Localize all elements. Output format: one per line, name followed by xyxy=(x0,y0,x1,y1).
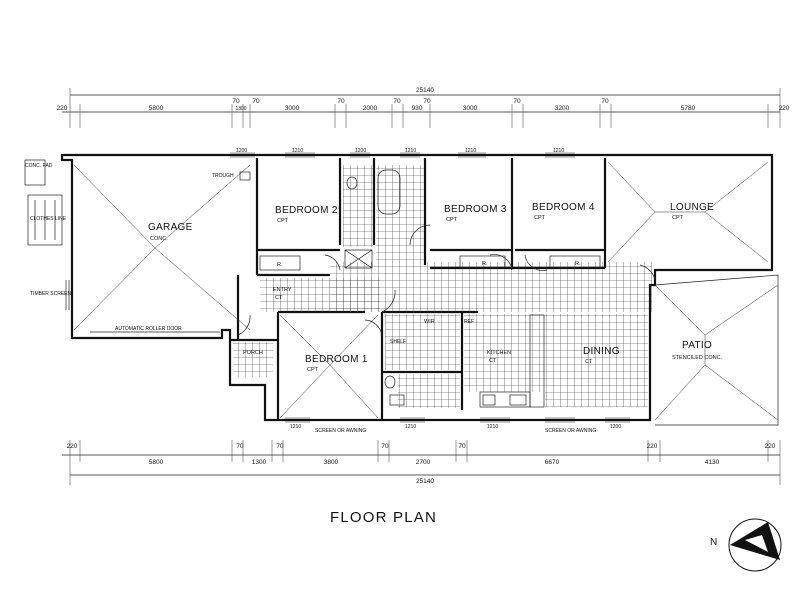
room-entry-finish: CT xyxy=(275,295,283,301)
window-size-6: 1210 xyxy=(553,148,564,154)
note-ref: REF xyxy=(464,319,474,325)
window-size-10: 1200 xyxy=(610,424,621,430)
room-bedroom3-name: BEDROOM 3 xyxy=(444,204,507,215)
window-size-1: 1200 xyxy=(236,148,247,154)
dim-top-7: 70 xyxy=(337,98,345,105)
north-label: N xyxy=(710,537,718,548)
dim-top-14: 3200 xyxy=(555,105,570,112)
note-trough: TROUGH xyxy=(212,173,234,179)
site-features xyxy=(24,159,220,333)
room-bedroom2-name: BEDROOM 2 xyxy=(275,205,338,216)
robes xyxy=(259,255,601,271)
dim-bottom-8: 2700 xyxy=(416,459,431,466)
dim-bottom-10: 6670 xyxy=(545,459,560,466)
robe-label-2: R. xyxy=(482,261,488,267)
room-wir-name: WIR xyxy=(424,319,435,325)
dim-bottom-1: 220 xyxy=(67,443,78,450)
room-lounge-finish: CPT xyxy=(672,215,684,221)
dim-top-16: 5780 xyxy=(681,105,696,112)
dim-bottom-11: 220 xyxy=(647,443,658,450)
window-size-5: 1210 xyxy=(465,148,476,154)
room-garage-finish: CONC. xyxy=(150,236,168,242)
dim-bottom-12: 4130 xyxy=(705,459,720,466)
roof-hip-lines xyxy=(73,161,779,421)
bottom-dimension-lines xyxy=(62,440,781,485)
dim-bottom-7: 70 xyxy=(381,443,389,450)
robe-label-1: R. xyxy=(277,262,283,268)
note-clothes-line: CLOTHES LINE xyxy=(30,216,67,222)
dim-top-15: 70 xyxy=(601,98,609,105)
note-shelf: SHELF xyxy=(390,339,406,345)
fixtures xyxy=(239,169,527,406)
plan-title: FLOOR PLAN xyxy=(330,509,437,526)
note-screen-awning-2: SCREEN OR AWNING xyxy=(545,428,596,434)
dim-top-9: 70 xyxy=(393,98,401,105)
overall-dimension-top: 25140 xyxy=(416,87,434,94)
room-patio-name: PATIO xyxy=(682,340,712,351)
room-bedroom1-name: BEDROOM 1 xyxy=(305,354,368,365)
dim-bottom-13: 220 xyxy=(765,443,776,450)
robe-label-3: R. xyxy=(575,261,581,267)
room-lounge-name: LOUNGE xyxy=(670,202,714,213)
top-dimension-lines xyxy=(62,88,781,128)
window-size-7: 1210 xyxy=(290,424,301,430)
dim-top-2: 5800 xyxy=(149,105,164,112)
door-swings xyxy=(237,224,656,337)
dim-top-10: 930 xyxy=(412,105,423,112)
dim-top-4: 1300 xyxy=(235,106,246,112)
dim-top-8: 2000 xyxy=(363,105,378,112)
dim-top-6: 3000 xyxy=(285,105,300,112)
note-timber-screen: TIMBER SCREEN xyxy=(30,291,72,297)
dim-bottom-2: 5800 xyxy=(149,459,164,466)
dim-bottom-5: 70 xyxy=(276,443,284,450)
dim-bottom-4: 1300 xyxy=(252,459,267,466)
window-size-4: 1210 xyxy=(405,148,416,154)
windows xyxy=(230,152,630,423)
room-bedroom4-name: BEDROOM 4 xyxy=(532,202,595,213)
room-garage-name: GARAGE xyxy=(148,222,193,233)
window-size-3: 1200 xyxy=(355,148,366,154)
dim-bottom-6: 3800 xyxy=(324,459,339,466)
room-bedroom1-finish: CPT xyxy=(307,367,319,373)
room-bedroom4-finish: CPT xyxy=(534,215,546,221)
patio-outline xyxy=(654,274,779,426)
dim-top-12: 3000 xyxy=(463,105,478,112)
room-kitchen-name: KITCHEN xyxy=(487,350,511,356)
window-size-2: 1210 xyxy=(292,148,303,154)
room-dining-finish: CT xyxy=(585,359,593,365)
dim-top-11: 70 xyxy=(423,98,431,105)
dim-top-5: 70 xyxy=(252,98,260,105)
note-conc-pad: CONC. PAD xyxy=(25,163,53,169)
room-bedroom2-finish: CPT xyxy=(277,218,289,224)
overall-dimension-bottom: 25140 xyxy=(416,478,434,485)
room-dining-name: DINING xyxy=(583,346,620,357)
dim-top-3: 70 xyxy=(232,98,240,105)
room-patio-finish: STENCILED CONC. xyxy=(672,355,723,361)
dim-top-17: 220 xyxy=(779,105,790,112)
north-arrow-icon xyxy=(728,518,782,572)
room-porch-name: PORCH xyxy=(243,350,263,356)
window-size-9: 1210 xyxy=(487,424,498,430)
dim-top-1: 220 xyxy=(57,105,68,112)
dim-bottom-9: 70 xyxy=(458,443,466,450)
room-entry-name: ENTRY xyxy=(273,287,292,293)
note-screen-awning-1: SCREEN OR AWNING xyxy=(315,428,366,434)
window-size-8: 1210 xyxy=(405,424,416,430)
dim-top-13: 70 xyxy=(513,98,521,105)
note-roller-door: AUTOMATIC ROLLER DOOR xyxy=(115,326,182,332)
room-bedroom3-finish: CPT xyxy=(446,217,458,223)
room-kitchen-finish: CT xyxy=(489,358,497,364)
dim-bottom-3: 70 xyxy=(236,443,244,450)
